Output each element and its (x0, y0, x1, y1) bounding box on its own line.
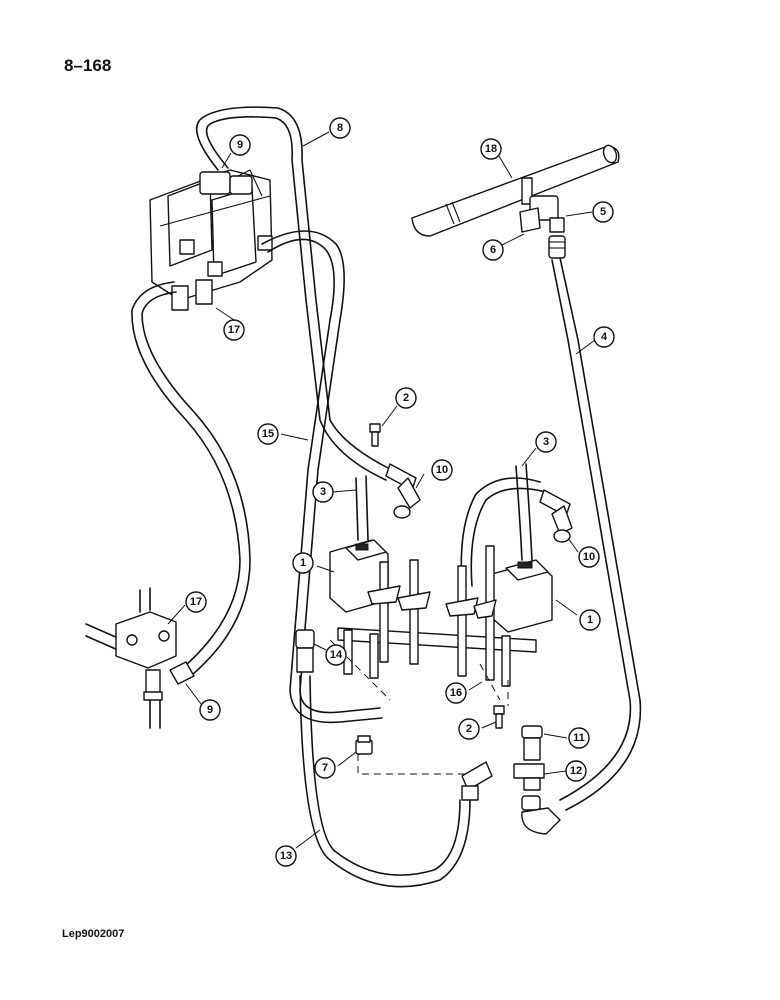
elbow-fitting-10-left (385, 463, 421, 519)
hose-17-to-9 (131, 281, 251, 681)
svg-text:1: 1 (587, 614, 593, 626)
solenoid-valve-right (491, 559, 553, 633)
callout-1-left: 1 (292, 552, 314, 574)
tee-fitting (519, 177, 566, 259)
svg-text:4: 4 (601, 331, 608, 343)
svg-text:16: 16 (450, 687, 462, 699)
callout-2-lower: 2 (458, 718, 480, 740)
callout-5: 5 (592, 201, 614, 223)
callout-3-right: 3 (535, 431, 557, 453)
hose-8 (195, 106, 393, 481)
callout-13: 13 (275, 845, 297, 867)
hose-13 (299, 675, 471, 888)
svg-text:10: 10 (583, 551, 595, 563)
svg-text:17: 17 (190, 596, 202, 608)
elbow-fitting-10-right (539, 489, 573, 543)
svg-text:2: 2 (466, 723, 472, 735)
svg-text:2: 2 (403, 392, 409, 404)
svg-text:6: 6 (490, 244, 496, 256)
hose-4 (551, 257, 642, 811)
svg-text:12: 12 (570, 765, 582, 777)
callout-12: 12 (565, 760, 587, 782)
callout-6: 6 (482, 239, 504, 261)
pipe-18 (411, 144, 620, 237)
callout-1-right: 1 (579, 609, 601, 631)
bolt-2-upper (369, 423, 381, 447)
bolt-2-lower (493, 705, 505, 729)
callout-11: 11 (568, 727, 590, 749)
svg-text:15: 15 (262, 428, 274, 440)
svg-text:3: 3 (320, 486, 326, 498)
hose-3-right (460, 463, 547, 587)
callout-17-lower: 17 (185, 591, 207, 613)
svg-text:10: 10 (436, 464, 448, 476)
page-number: 8–168 (64, 56, 112, 75)
leader-lines (167, 131, 596, 849)
svg-text:5: 5 (600, 206, 606, 218)
svg-text:1: 1 (300, 557, 306, 569)
adapter-7 (355, 735, 373, 755)
valve-17-lower (85, 587, 195, 729)
elbow-fitting-lower (461, 761, 493, 801)
svg-text:9: 9 (207, 704, 213, 716)
callout-9-lower: 9 (199, 699, 221, 721)
svg-text:13: 13 (280, 850, 292, 862)
callout-14: 14 (325, 644, 347, 666)
hose-15 (261, 230, 383, 724)
callout-2-upper: 2 (395, 387, 417, 409)
callout-10-right: 10 (578, 546, 600, 568)
svg-text:17: 17 (228, 324, 240, 336)
callout-16: 16 (445, 682, 467, 704)
fitting-11 (521, 725, 543, 761)
fitting-14 (295, 629, 315, 673)
reference-code: Lep9002007 (62, 928, 125, 940)
callout-8: 8 (329, 117, 351, 139)
svg-text:11: 11 (573, 732, 585, 744)
callout-7: 7 (314, 757, 336, 779)
control-valve-17 (149, 169, 273, 311)
callout-4: 4 (593, 326, 615, 348)
callout-17-top: 17 (223, 319, 245, 341)
callout-3-left: 3 (312, 481, 334, 503)
callout-9-top: 9 (229, 134, 251, 156)
svg-text:14: 14 (330, 649, 343, 661)
tee-fitting-12 (513, 763, 561, 835)
svg-text:7: 7 (322, 762, 328, 774)
callout-15: 15 (257, 423, 279, 445)
svg-text:9: 9 (237, 139, 243, 151)
svg-text:8: 8 (337, 122, 343, 134)
manifold-bar (337, 545, 537, 687)
svg-text:3: 3 (543, 436, 549, 448)
callout-10-left: 10 (431, 459, 453, 481)
svg-text:18: 18 (485, 143, 497, 155)
callout-18: 18 (480, 138, 502, 160)
